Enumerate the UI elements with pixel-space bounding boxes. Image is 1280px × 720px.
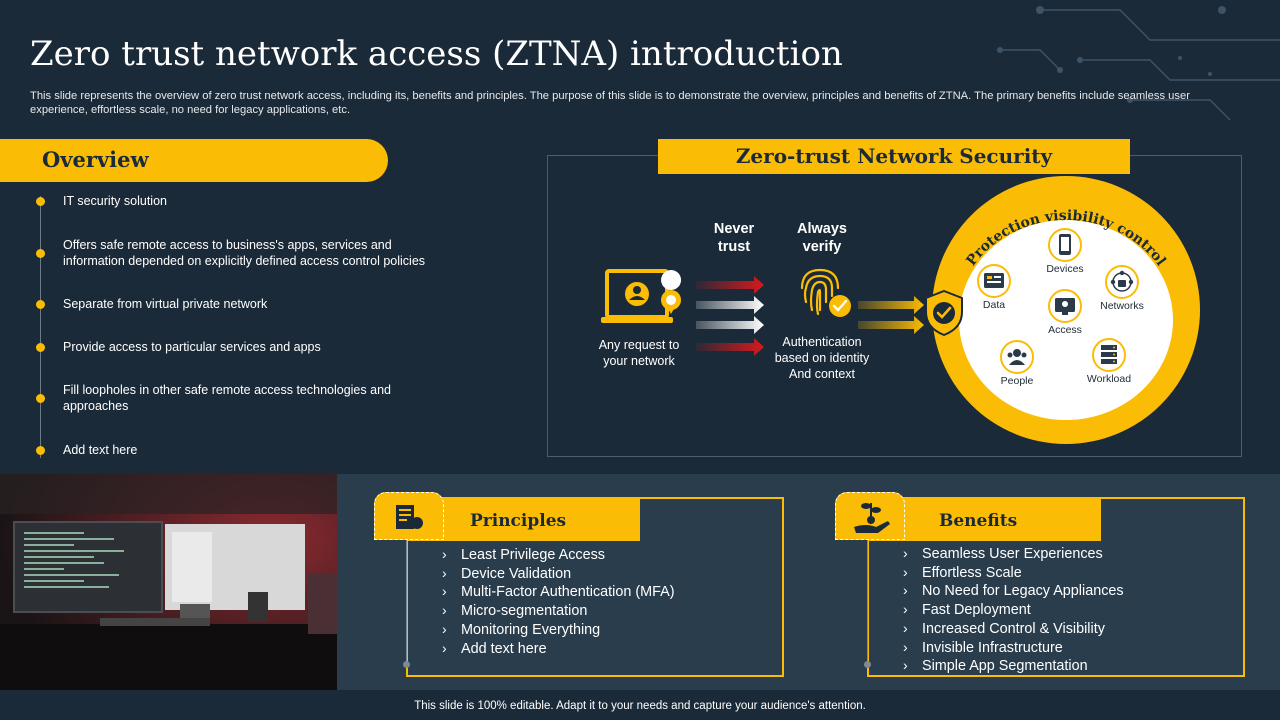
principles-timeline bbox=[406, 540, 407, 664]
always-verify-label: Always verify bbox=[797, 221, 847, 255]
list-item: ›Seamless User Experiences bbox=[903, 545, 1103, 562]
list-item: ›Micro-segmentation bbox=[442, 602, 588, 620]
laptop-request-icon bbox=[601, 269, 682, 323]
benefits-list: ›Seamless User Experiences ›Effortless S… bbox=[903, 545, 1124, 676]
diagram-heading-bar bbox=[658, 139, 1130, 174]
list-item: ›Multi-Factor Authentication (MFA) bbox=[442, 583, 675, 601]
benefits-timeline bbox=[867, 540, 868, 664]
overview-heading: Overview bbox=[42, 147, 149, 172]
bullet-dot bbox=[36, 197, 45, 206]
bullet-dot bbox=[36, 446, 45, 455]
overview-item: Provide access to particular services an… bbox=[63, 340, 321, 354]
data-node bbox=[977, 264, 1011, 298]
access-screen-icon bbox=[1055, 298, 1075, 315]
overview-item: Offers safe remote access to business's … bbox=[63, 238, 426, 268]
fingerprint-icon bbox=[800, 268, 851, 317]
mobile-icon bbox=[1059, 234, 1071, 255]
principles-tab bbox=[406, 499, 640, 541]
circuit-decoration bbox=[997, 6, 1280, 121]
people-icon bbox=[1007, 349, 1027, 365]
list-item: ›Invisible Infrastructure bbox=[903, 638, 1063, 656]
workload-node bbox=[1092, 338, 1126, 372]
hand-plant-icon bbox=[854, 503, 890, 533]
list-item: ›Add text here bbox=[442, 639, 547, 657]
bullet-dot bbox=[36, 394, 45, 403]
benefits-card bbox=[867, 497, 1245, 677]
shield-check-icon bbox=[925, 290, 963, 336]
timeline-dot bbox=[864, 661, 871, 668]
authentication-label: Authentication based on identity And con… bbox=[774, 335, 870, 381]
overview-timeline bbox=[40, 196, 41, 458]
request-label: Any request to your network bbox=[598, 338, 680, 368]
request-arrows bbox=[696, 276, 764, 356]
principles-card bbox=[406, 497, 784, 677]
access-node bbox=[1048, 289, 1082, 323]
never-trust-label: Never trust bbox=[713, 221, 755, 255]
people-node bbox=[1000, 340, 1034, 374]
benefits-tab bbox=[867, 499, 1101, 541]
principles-list: ›Least Privilege Access ›Device Validati… bbox=[442, 546, 675, 658]
list-item: ›Simple App Segmentation bbox=[903, 657, 1088, 675]
document-icon bbox=[396, 505, 423, 529]
data-label: Data bbox=[982, 299, 1006, 311]
list-item: ›No Need for Legacy Appliances bbox=[903, 582, 1124, 600]
overview-item: Add text here bbox=[63, 443, 138, 457]
workload-label: Workload bbox=[1086, 373, 1132, 385]
bullet-dot bbox=[36, 300, 45, 309]
workstation-photo bbox=[0, 474, 337, 690]
networks-node bbox=[1105, 265, 1139, 299]
server-icon bbox=[1101, 345, 1117, 364]
benefits-icon-box bbox=[835, 492, 905, 540]
bullet-dot bbox=[36, 249, 45, 258]
diagram-heading: Zero-trust Network Security bbox=[735, 144, 1053, 168]
list-item: ›Monitoring Everything bbox=[442, 620, 601, 638]
footer-note: This slide is 100% editable. Adapt it to… bbox=[414, 700, 866, 712]
overview-item: Separate from virtual private network bbox=[63, 297, 268, 311]
benefits-heading: Benefits bbox=[939, 511, 1018, 531]
database-icon bbox=[984, 273, 1004, 288]
timeline-dot bbox=[403, 661, 410, 668]
overview-tab bbox=[0, 139, 388, 182]
list-item: ›Fast Deployment bbox=[903, 601, 1031, 619]
devices-node bbox=[1048, 228, 1082, 262]
principles-heading: Principles bbox=[470, 511, 567, 531]
slide-title: Zero trust network access (ZTNA) introdu… bbox=[30, 34, 843, 74]
devices-label: Devices bbox=[1046, 263, 1084, 275]
people-label: People bbox=[1000, 375, 1034, 387]
list-item: ›Least Privilege Access bbox=[442, 546, 605, 563]
overview-item: IT security solution bbox=[63, 194, 167, 208]
principles-icon-box bbox=[374, 492, 444, 540]
networks-label: Networks bbox=[1100, 300, 1144, 312]
slide-subtitle: This slide represents the overview of ze… bbox=[30, 90, 1190, 116]
access-label: Access bbox=[1048, 324, 1082, 336]
list-item: ›Effortless Scale bbox=[903, 563, 1022, 581]
network-lock-icon bbox=[1110, 270, 1134, 292]
overview-item: Fill loopholes in other safe remote acce… bbox=[63, 383, 391, 413]
bullet-dot bbox=[36, 343, 45, 352]
list-item: ›Device Validation bbox=[442, 564, 572, 582]
verified-arrows bbox=[858, 296, 924, 334]
list-item: ›Increased Control & Visibility bbox=[903, 619, 1105, 637]
